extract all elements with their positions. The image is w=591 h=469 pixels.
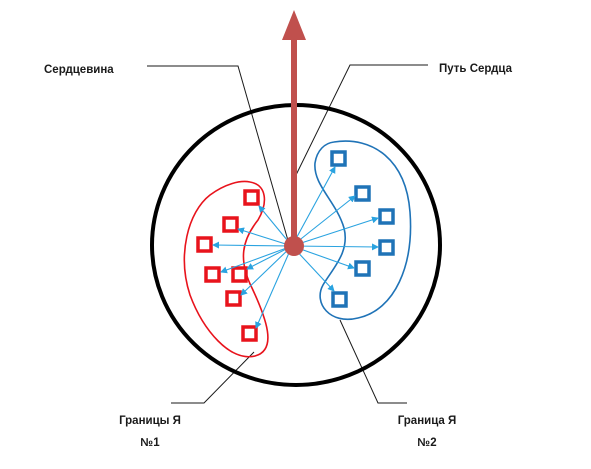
boundary-2-outline bbox=[314, 140, 412, 321]
group-2-square bbox=[330, 150, 347, 167]
boundary-1-outline bbox=[183, 180, 269, 358]
heart-path-label: Путь Сердца bbox=[439, 63, 513, 75]
ray bbox=[291, 166, 336, 247]
group-1-square bbox=[196, 236, 213, 253]
group-1-square bbox=[204, 266, 221, 283]
group-2-square bbox=[354, 185, 371, 202]
heart-path-leader-line bbox=[295, 64, 428, 176]
group-1-square bbox=[243, 189, 260, 206]
group-2-square bbox=[378, 239, 395, 256]
core-label: Сердцевина bbox=[44, 64, 114, 76]
boundary1-leader-line bbox=[171, 351, 255, 404]
group-1-squares bbox=[196, 189, 260, 342]
group-2-squares bbox=[330, 150, 395, 308]
ray bbox=[240, 245, 293, 296]
leader-lines bbox=[147, 64, 428, 404]
group-2-square bbox=[354, 260, 371, 277]
heart-path-arrow bbox=[282, 10, 306, 240]
boundary-2-label-line1: Граница Я bbox=[397, 415, 457, 427]
boundary-1-label-line1: Границы Я bbox=[119, 415, 181, 427]
rays bbox=[212, 166, 379, 329]
group-1-square bbox=[241, 325, 258, 342]
group-1-square bbox=[222, 216, 239, 233]
ray bbox=[255, 245, 293, 329]
ray bbox=[291, 243, 379, 251]
group-2-square bbox=[331, 291, 348, 308]
ray bbox=[258, 205, 293, 247]
boundary-2-label: Граница Я №2 bbox=[377, 410, 477, 454]
boundary2-leader-line bbox=[339, 319, 407, 404]
core-dot bbox=[284, 236, 304, 256]
ray bbox=[291, 216, 379, 247]
ray bbox=[237, 227, 293, 247]
group-1-square bbox=[231, 266, 248, 283]
core-leader-line bbox=[147, 65, 290, 245]
ray bbox=[220, 245, 293, 274]
group-2-square bbox=[378, 208, 395, 225]
boundary-1-label: Границы Я №1 bbox=[100, 410, 200, 454]
ray bbox=[246, 245, 293, 270]
boundary-2-label-line2: №2 bbox=[417, 437, 437, 449]
group-1-square bbox=[225, 290, 242, 307]
ray bbox=[291, 195, 356, 247]
ray bbox=[212, 241, 293, 249]
boundary-1-label-line2: №1 bbox=[140, 437, 160, 449]
